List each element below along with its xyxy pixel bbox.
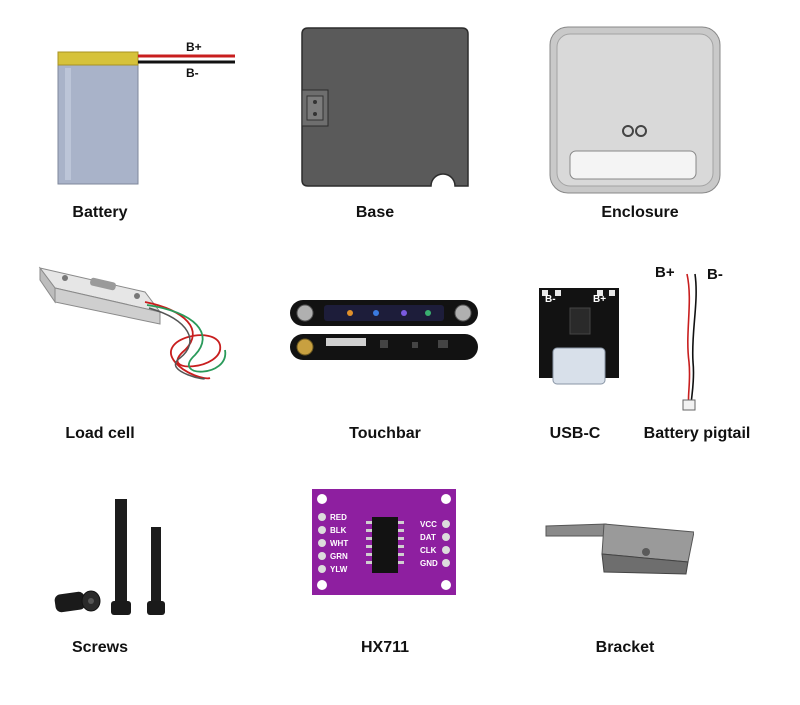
base-label: Base — [355, 204, 395, 221]
base-image — [300, 26, 470, 191]
touchbar-image — [288, 296, 483, 366]
usb-c-image — [537, 286, 622, 386]
enclosure-image — [548, 25, 723, 195]
load-cell-image — [35, 250, 245, 390]
hx711-pin-grn: GRN — [330, 552, 348, 561]
pigtail-bplus-label: B+ — [655, 264, 675, 281]
hx711-pin-vcc: VCC — [420, 520, 437, 529]
load-cell-part: Load cell — [30, 250, 260, 450]
battery-pigtail-part: B+ B- Battery pigtail — [635, 258, 795, 450]
hx711-image — [310, 487, 460, 599]
usb-c-bminus-label: B- — [545, 294, 556, 305]
base-part: Base — [290, 20, 490, 230]
hx711-label: HX711 — [360, 639, 410, 656]
usb-c-part: B- B+ USB-C — [525, 280, 630, 450]
touchbar-part: Touchbar — [280, 290, 490, 450]
screws-part: Screws — [45, 495, 225, 670]
hx711-pin-wht: WHT — [330, 539, 349, 548]
hx711-pin-blk: BLK — [330, 526, 347, 535]
battery-bminus-label: B- — [186, 66, 199, 80]
pigtail-bminus-label: B- — [707, 266, 723, 283]
enclosure-part: Enclosure — [540, 20, 740, 230]
hx711-pin-dat: DAT — [420, 533, 436, 542]
screws-image — [53, 497, 213, 622]
enclosure-label: Enclosure — [601, 204, 679, 221]
screws-label: Screws — [71, 639, 129, 656]
hx711-pin-gnd: GND — [420, 559, 438, 568]
battery-label: Battery — [72, 204, 128, 221]
hx711-pin-ylw: YLW — [330, 565, 348, 574]
battery-pigtail-image — [665, 272, 725, 412]
touchbar-label: Touchbar — [349, 425, 421, 442]
hx711-pin-clk: CLK — [420, 546, 437, 555]
bracket-part: Bracket — [540, 510, 740, 670]
bracket-label: Bracket — [595, 639, 655, 656]
hx711-pin-red: RED — [330, 513, 347, 522]
hx711-part: RED BLK WHT GRN YLW VCC DAT CLK GND HX71… — [290, 485, 490, 670]
battery-part: B+ B- Battery — [40, 30, 260, 230]
battery-image — [55, 42, 235, 187]
load-cell-label: Load cell — [65, 425, 135, 442]
battery-pigtail-label: Battery pigtail — [643, 425, 751, 442]
bracket-image — [544, 514, 694, 584]
usb-c-label: USB-C — [549, 425, 601, 442]
usb-c-bplus-label: B+ — [593, 294, 607, 305]
battery-bplus-label: B+ — [186, 40, 202, 54]
